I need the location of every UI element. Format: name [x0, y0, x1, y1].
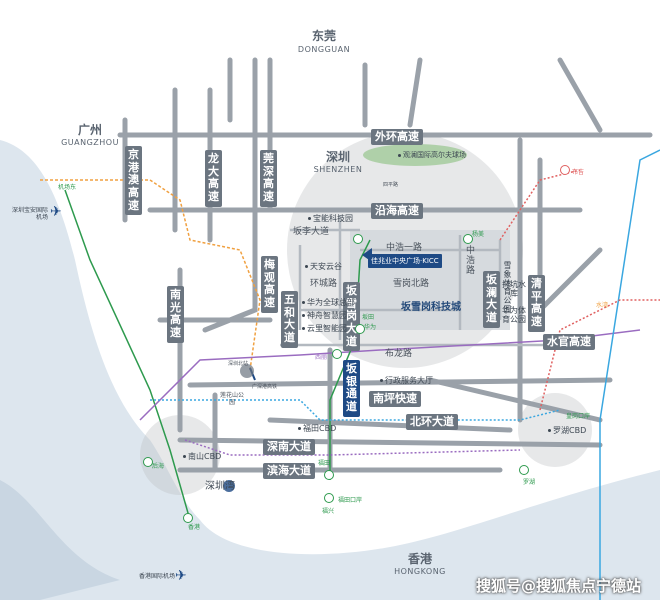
highway-bantong: 坂银通道: [343, 360, 360, 417]
city-hongkong: 香港: [407, 552, 432, 566]
city-guangzhou-en: GUANGZHOU: [61, 138, 119, 147]
station-yangmei: 杨美: [472, 231, 485, 238]
poi-shenzhou: 神舟智慧园: [302, 310, 347, 321]
poi-shenzhen-north: 深圳北站: [228, 361, 249, 367]
metro-marker: [353, 234, 363, 244]
airport-hkg: 香港国际机场: [138, 573, 175, 580]
poi-xuexiang: 雪象体育公园: [503, 261, 512, 314]
city-guangzhou: 广州: [77, 123, 102, 137]
poi-shenzhen-bay: 深圳湾: [205, 481, 235, 492]
highway-binhai: 滨海大道: [263, 463, 315, 480]
metro-marker: [324, 493, 334, 503]
highway-guanshen: 莞深高速: [260, 150, 277, 207]
highway-qingping: 清平高速: [528, 275, 545, 332]
poi-tianan: 天安云谷: [305, 261, 342, 272]
highway-nanping: 南坪快速: [369, 391, 421, 408]
highway-waihuan: 外环高速: [371, 129, 423, 146]
nanshan-halo: [140, 415, 220, 495]
city-shenzhen: 深圳: [325, 150, 350, 164]
station-fuxing: 福兴: [322, 508, 335, 515]
road-zhonghao: 中浩路: [465, 246, 475, 276]
road-huancheng: 环城路: [310, 279, 338, 289]
road-zhonghao1: 中浩一路: [386, 243, 423, 253]
poi-huawei-sports: 华为体育公园: [502, 306, 526, 324]
highway-shuiguan: 水官高速: [543, 334, 595, 351]
highway-nanguang: 南光高速: [167, 286, 184, 343]
poi-golf: 观澜国际高尔夫球场: [398, 150, 466, 160]
highway-yanhai: 沿海高速: [371, 203, 423, 220]
highway-shennan: 深南大道: [263, 439, 315, 456]
poi-yunli: 云里智能园: [302, 323, 347, 334]
metro-marker: [463, 234, 473, 244]
highway-jinggang: 京港澳高速: [125, 146, 142, 216]
city-shenzhen-en: SHENZHEN: [313, 165, 363, 174]
highway-wuhe: 五和大道: [281, 291, 298, 348]
city-hongkong-en: HONGKONG: [394, 567, 446, 576]
poi-luohu-cbd: 罗湖CBD: [548, 425, 586, 436]
poi-admin: 行政服务大厅: [380, 375, 433, 386]
station-hk: 香港: [188, 524, 201, 531]
poi-futian-cbd: 福田CBD: [298, 423, 336, 434]
station-shuiwan: 水湾: [596, 302, 609, 309]
metro-marker: [355, 324, 365, 334]
highway-beihuan: 北环大道: [406, 414, 458, 431]
station-airport: 机场东: [58, 184, 77, 191]
plane-icon: ✈: [175, 568, 187, 584]
station-buji: 布吉: [572, 169, 585, 176]
poi-lianhua: 莲花山公园: [220, 392, 245, 406]
plane-icon: ✈: [50, 204, 62, 220]
poi-guangshen-hk: 广深港高铁: [252, 384, 278, 390]
poi-baoneng: 宝能科技园: [308, 213, 353, 224]
station-huawei: 华为: [364, 324, 377, 331]
metro-marker: [143, 457, 153, 467]
poi-bantian-tech: 坂雪岗科技城: [401, 302, 461, 313]
metro-marker: [519, 465, 529, 475]
station-xili: 西丽: [315, 354, 328, 361]
airport-szx: 深圳宝安国际机场: [11, 207, 48, 222]
metro-marker: [183, 513, 193, 523]
highway-meiguan: 梅观高速: [261, 256, 278, 313]
road-bulong: 布龙路: [385, 349, 413, 359]
metro-marker: [332, 349, 342, 359]
road-banli: 坂李大道: [293, 227, 330, 237]
road-xuegangbei: 雪岗北路: [393, 279, 430, 289]
poi-huawei: 华为全球总部: [302, 297, 355, 308]
station-houhai: 后海: [152, 463, 165, 470]
metro-marker: [560, 165, 570, 175]
metro-marker: [324, 470, 334, 480]
project-kicc-marker[interactable]: 佳兆业中央广场·KICC: [368, 254, 442, 268]
station-luohu: 罗湖: [523, 479, 536, 486]
station-futian: 福田: [318, 460, 331, 467]
watermark-text: 搜狐号@搜狐焦点宁德站: [476, 577, 642, 595]
road-siping: 四平路: [383, 182, 399, 188]
station-bantian: 坂田: [362, 314, 375, 321]
city-dongguan-en: DONGGUAN: [297, 45, 351, 54]
highway-longda: 龙大高速: [205, 150, 222, 207]
highway-banlan: 坂澜大道: [483, 271, 500, 328]
poi-nanshan-cbd: 南山CBD: [183, 451, 221, 462]
station-huanggang: 皇岗口岸: [566, 413, 591, 420]
station-futian-port: 福田口岸: [338, 497, 363, 504]
poi-tuokeng: 托坑水库: [502, 280, 526, 298]
city-dongguan: 东莞: [311, 29, 336, 43]
